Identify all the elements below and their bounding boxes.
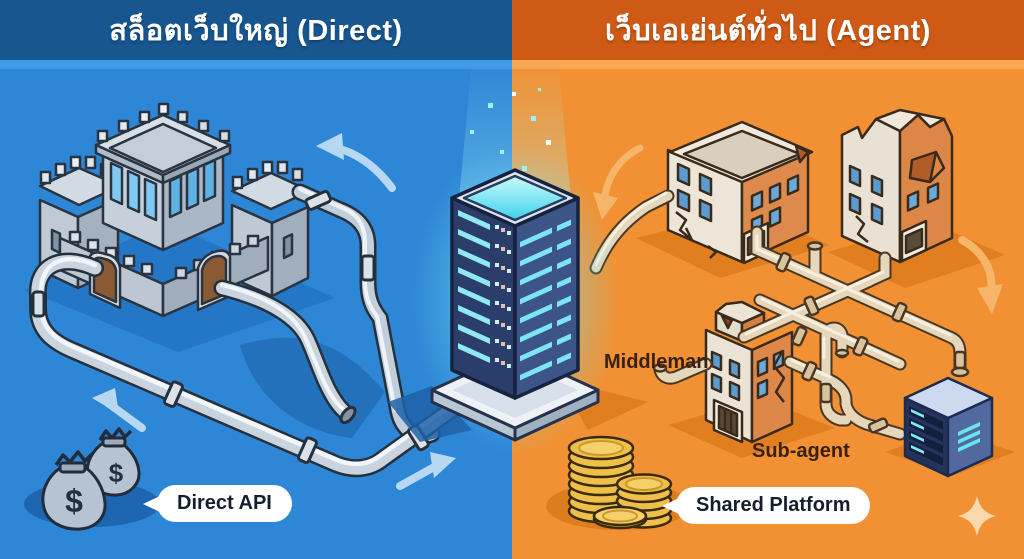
castle-fortress-illustration [38,102,312,318]
agent-pipe-maze [589,189,967,441]
right-panel-title: เว็บเอเย่นต์ทั่วไป (Agent) [605,15,931,47]
sparkle-icon [958,496,996,536]
light-beam [458,60,572,210]
money-bags-icon: $ $ [24,427,160,531]
direct-pipe-network [28,183,477,478]
server-tower-illustration [388,60,648,455]
left-panel-title: สล็อตเว็บใหญ่ (Direct) [109,15,403,47]
dollar-symbol: $ [109,458,124,488]
sparkle-dots [470,88,551,171]
damaged-building-right [840,108,954,264]
shared-platform-badge: Shared Platform [676,487,871,524]
right-header-band [512,0,1024,60]
left-header-band [0,0,512,60]
direct-api-badge: Direct API [157,485,292,522]
left-header-strip [0,60,512,69]
flow-arrows-right [593,144,1003,314]
flow-arrows-left [92,133,456,490]
right-header-strip [512,60,1024,69]
dollar-symbol: $ [65,483,83,519]
middleman-label: Middleman [604,351,709,373]
coin-stack-icon [567,435,673,530]
sub-agent-label: Sub-agent [752,440,850,462]
pipe-couplings [652,241,967,434]
server-cabinet-illustration [903,366,994,478]
